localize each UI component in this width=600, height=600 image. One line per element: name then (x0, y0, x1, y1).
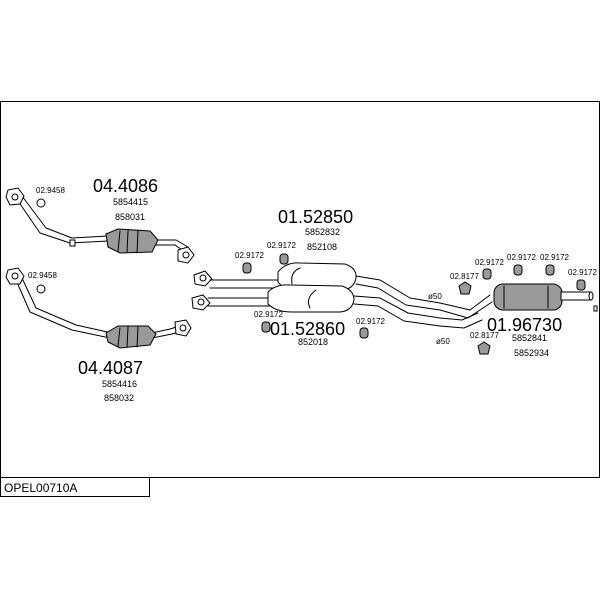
clamp-label: 02.9172 (356, 317, 385, 326)
clamp-label: 02.9458 (36, 186, 65, 195)
clamp-c4 (242, 262, 252, 274)
part-number-label: 01.52850 (278, 207, 353, 227)
diameter-label: ø50 (428, 292, 442, 301)
clamp-label: 02.9172 (475, 258, 504, 267)
part-ref-label: 5852832 (305, 227, 340, 237)
clamp-c9 (513, 264, 523, 276)
clamp-c3 (279, 253, 289, 265)
part-number-label: 01.52860 (270, 319, 345, 339)
part-ref-label: 5854415 (113, 197, 148, 207)
diameter-label: ø50 (436, 337, 450, 346)
clamp-c1 (36, 198, 46, 208)
clamp-c8 (482, 268, 492, 280)
clamp-label: 02.9172 (568, 268, 597, 277)
part-number-label: 04.4087 (78, 358, 143, 378)
part-number-label: 01.96730 (487, 315, 562, 335)
clamp-c10 (545, 264, 555, 276)
catalytic-converter-upper (105, 228, 159, 254)
middle-silencer-assembly (191, 262, 441, 327)
clamp-label: 02.8177 (470, 331, 499, 340)
diagram-code: OPEL00710A (4, 481, 77, 495)
part-ref-label: 858031 (115, 212, 145, 222)
part-ref-label: 858032 (104, 393, 134, 403)
clamp-c11 (576, 279, 586, 291)
clamp-c12 (477, 341, 491, 355)
part-number-label: 04.4086 (93, 176, 158, 196)
clamp-label: 02.8177 (450, 272, 479, 281)
clamp-label: 02.9172 (254, 310, 283, 319)
part-ref-label: 5854416 (102, 379, 137, 389)
catalytic-converter-lower (105, 325, 157, 349)
part-ref-label: 852018 (298, 337, 328, 347)
clamp-c5 (261, 321, 271, 333)
part-ref-label: 5852934 (514, 348, 549, 358)
code-box (0, 477, 150, 497)
clamp-c7 (458, 281, 472, 295)
clamp-label: 02.9458 (28, 271, 57, 280)
clamp-label: 02.9172 (267, 241, 296, 250)
clamp-c2 (36, 284, 46, 294)
part-ref-label: 5852841 (512, 333, 547, 343)
rear-silencer-assembly (439, 283, 598, 329)
clamp-label: 02.9172 (540, 253, 569, 262)
middle-silencer-lower (267, 284, 355, 313)
front-pipe-upper (5, 187, 195, 264)
clamp-label: 02.9172 (235, 251, 264, 260)
clamp-label: 02.9172 (507, 253, 536, 262)
part-ref-label: 852108 (307, 242, 337, 252)
front-pipe-lower (5, 267, 192, 349)
tail-pipe (560, 291, 592, 301)
clamp-c6 (359, 327, 369, 339)
